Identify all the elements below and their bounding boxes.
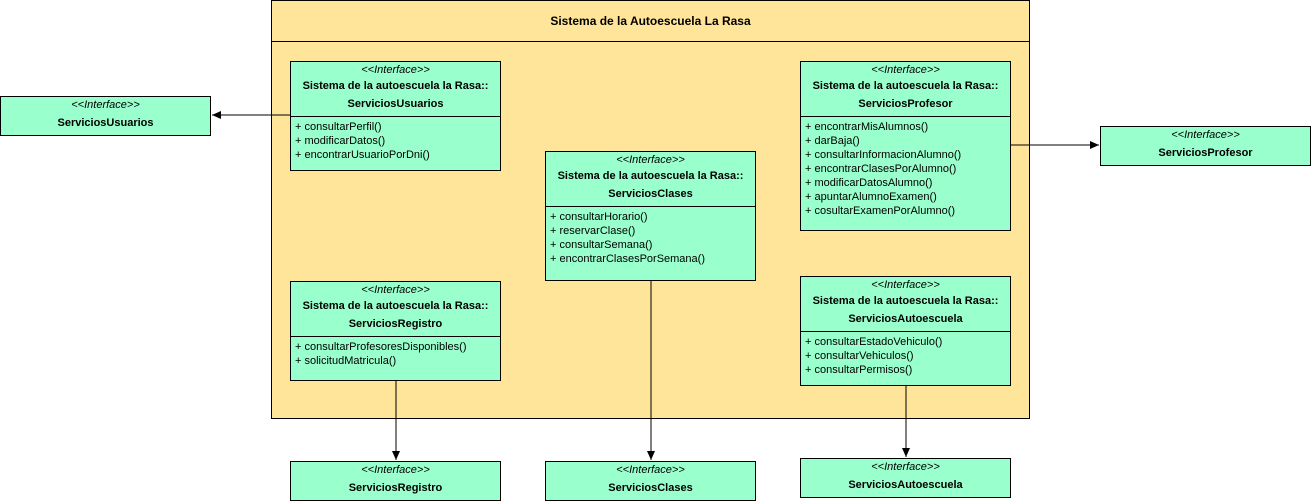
method: + modificarDatos(): [295, 135, 386, 147]
interface-name: ServiciosRegistro: [348, 482, 443, 494]
method: + consultarSemana(): [550, 239, 653, 251]
interface-prefix: Sistema de la autoescuela la Rasa::: [812, 295, 999, 307]
method: + consultarHorario(): [550, 211, 648, 223]
method: + modificarDatosAlumno(): [805, 177, 933, 189]
external-servicios-profesor[interactable]: <<Interface>> ServiciosProfesor: [1100, 126, 1311, 166]
interface-name: ServiciosClases: [608, 482, 693, 494]
external-servicios-registro[interactable]: <<Interface>> ServiciosRegistro: [290, 461, 501, 501]
interface-name: ServiciosRegistro: [348, 318, 443, 330]
interface-prefix: Sistema de la autoescuela la Rasa::: [302, 300, 489, 312]
interface-name: ServiciosAutoescuela: [848, 479, 963, 491]
interface-name: ServiciosProfesor: [858, 98, 953, 110]
method: + consultarEstadoVehiculo(): [805, 336, 943, 348]
method: + consultarVehiculos(): [805, 350, 914, 362]
interface-prefix: Sistema de la autoescuela la Rasa::: [302, 80, 489, 92]
interface-name: ServiciosAutoescuela: [848, 313, 963, 325]
stereotype-label: <<Interface>>: [1171, 129, 1240, 141]
interface-name: ServiciosClases: [608, 188, 693, 200]
method: + consultarPerfil(): [295, 121, 382, 133]
stereotype-label: <<Interface>>: [616, 464, 685, 476]
external-servicios-clases[interactable]: <<Interface>> ServiciosClases: [545, 461, 756, 501]
method: + cosultarExamenPorAlumno(): [805, 205, 956, 217]
interface-name: ServiciosProfesor: [1158, 147, 1253, 159]
external-servicios-usuarios[interactable]: <<Interface>> ServiciosUsuarios: [0, 96, 211, 136]
method: + encontrarClasesPorSemana(): [550, 253, 705, 265]
interface-servicios-registro[interactable]: <<Interface>> Sistema de la autoescuela …: [290, 281, 501, 381]
interface-servicios-usuarios[interactable]: <<Interface>> Sistema de la autoescuela …: [290, 61, 501, 171]
method: + consultarInformacionAlumno(): [805, 149, 962, 161]
interface-prefix: Sistema de la autoescuela la Rasa::: [812, 80, 999, 92]
stereotype-label: <<Interface>>: [616, 154, 685, 166]
stereotype-label: <<Interface>>: [871, 64, 940, 76]
stereotype-label: <<Interface>>: [71, 99, 140, 111]
method: + encontrarMisAlumnos(): [805, 121, 929, 133]
method: + encontrarClasesPorAlumno(): [805, 163, 957, 175]
stereotype-label: <<Interface>>: [361, 64, 430, 76]
method: + reservarClase(): [550, 225, 636, 237]
interface-servicios-clases[interactable]: <<Interface>> Sistema de la autoescuela …: [545, 151, 756, 281]
method: + consultarPermisos(): [805, 364, 913, 376]
interface-name: ServiciosUsuarios: [57, 117, 154, 129]
interface-servicios-autoescuela[interactable]: <<Interface>> Sistema de la autoescuela …: [800, 276, 1011, 386]
stereotype-label: <<Interface>>: [361, 284, 430, 296]
external-servicios-autoescuela[interactable]: <<Interface>> ServiciosAutoescuela: [800, 458, 1011, 498]
stereotype-label: <<Interface>>: [871, 279, 940, 291]
interface-servicios-profesor[interactable]: <<Interface>> Sistema de la autoescuela …: [800, 61, 1011, 231]
interface-name: ServiciosUsuarios: [347, 98, 444, 110]
interface-prefix: Sistema de la autoescuela la Rasa::: [557, 170, 744, 182]
stereotype-label: <<Interface>>: [361, 464, 430, 476]
system-title: Sistema de la Autoescuela La Rasa: [272, 1, 1029, 42]
method: + solicitudMatricula(): [295, 355, 397, 367]
method: + encontrarUsuarioPorDni(): [295, 149, 430, 161]
stereotype-label: <<Interface>>: [871, 461, 940, 473]
method: + consultarProfesoresDisponibles(): [295, 341, 467, 353]
method: + darBaja(): [805, 135, 860, 147]
method: + apuntarAlumnoExamen(): [805, 191, 937, 203]
